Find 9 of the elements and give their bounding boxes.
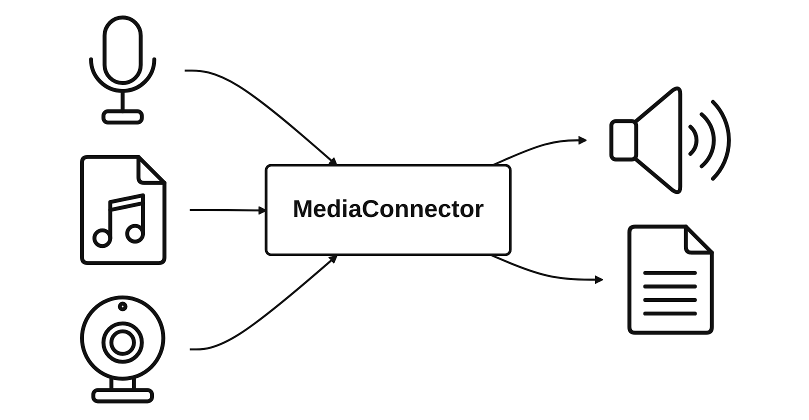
- process-box: MediaConnector: [264, 164, 512, 256]
- arrow: [190, 254, 338, 350]
- speaker-icon: [611, 88, 729, 192]
- arrow: [184, 70, 338, 166]
- music-file-icon: [82, 156, 164, 264]
- arrow: [491, 254, 604, 284]
- microphone-icon: [91, 18, 154, 123]
- webcam-icon: [82, 297, 164, 402]
- document-icon: [629, 226, 712, 333]
